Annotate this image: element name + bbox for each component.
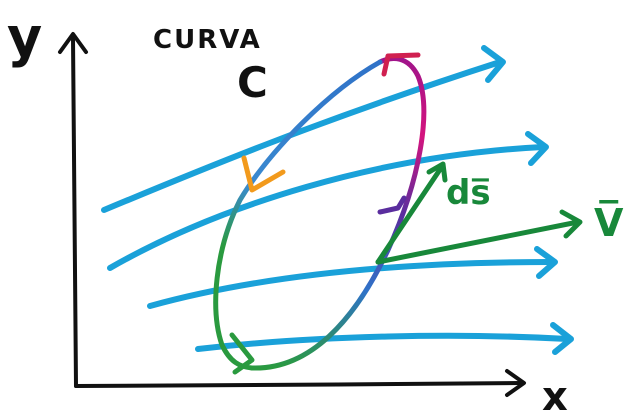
v-vector-arrowhead (559, 209, 583, 239)
curve-c-right-side (249, 56, 427, 371)
v-vector-line (375, 219, 581, 265)
y-axis-label: y (7, 6, 42, 69)
y-axis-line (71, 36, 78, 388)
curve-left-arrowhead (241, 155, 286, 193)
axes (58, 32, 526, 397)
x-axis-line (74, 381, 524, 388)
curve-bottom-arrowhead (229, 332, 255, 375)
streamline-4-arrowhead (550, 322, 574, 355)
curve-c-left-side (213, 59, 383, 371)
curve-title: CURVA (153, 25, 262, 55)
streamline-3-arrowhead (534, 246, 558, 279)
flow-streamlines (101, 45, 574, 355)
streamline-2-arrowhead (525, 131, 549, 166)
curve-c (213, 56, 427, 371)
streamline-2 (107, 144, 546, 271)
streamline-4 (195, 332, 571, 352)
y-axis-arrowhead (58, 32, 88, 54)
x-axis-label: x (542, 374, 568, 417)
ds-vector-line (375, 165, 444, 265)
ds-label: ds̅ (446, 173, 491, 213)
v-label: V̅ (594, 200, 624, 245)
x-axis-arrowhead (505, 369, 526, 397)
streamline-1-arrowhead (481, 45, 506, 83)
ds-vector-arrowhead (426, 161, 448, 183)
streamline-3 (147, 259, 555, 309)
curve-top-arrowhead (381, 52, 421, 77)
curve-name: C (237, 58, 268, 107)
vectors (375, 161, 583, 265)
streamline-1 (101, 59, 503, 213)
curve-tangent-tick (377, 195, 407, 215)
